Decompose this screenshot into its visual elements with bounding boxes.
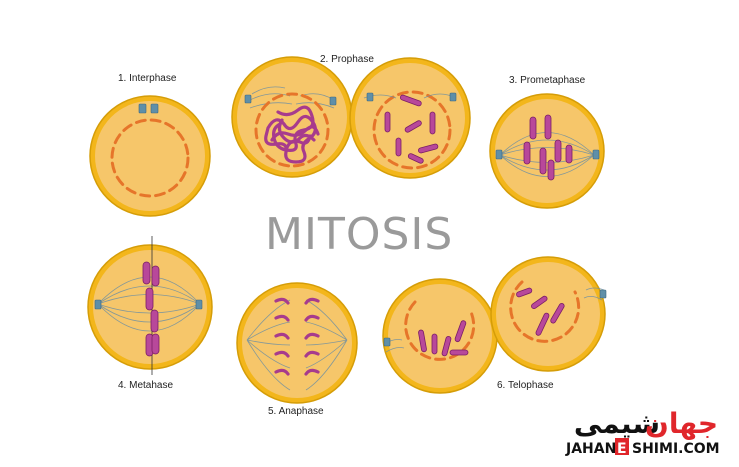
label-prophase: 2. Prophase bbox=[320, 54, 374, 65]
centrosome-icon bbox=[383, 289, 607, 347]
jahan-shimi-logo: شیمی جهان JAHAN E SHIMI.COM bbox=[565, 407, 720, 457]
centrosome-icon bbox=[366, 92, 457, 102]
centrosome-icon bbox=[244, 94, 337, 106]
centrosome-icon bbox=[138, 103, 159, 114]
logo-latin-right: SHIMI.COM bbox=[632, 441, 720, 457]
cell-interphase bbox=[89, 95, 211, 217]
telophase-chromosomes-left bbox=[418, 320, 469, 357]
metaphase-chromosomes bbox=[142, 261, 160, 357]
label-metaphase: 4. Metahase bbox=[118, 380, 173, 391]
centrosome-icon bbox=[94, 299, 203, 310]
logo-e-badge bbox=[615, 438, 629, 455]
label-prometaphase: 3. Prometaphase bbox=[509, 75, 586, 86]
centrosome-icon bbox=[495, 149, 600, 160]
cell-metaphase bbox=[87, 236, 213, 375]
label-anaphase: 5. Anaphase bbox=[268, 406, 324, 417]
logo-persian-left: جهان bbox=[645, 407, 718, 440]
chromatin-tangle bbox=[264, 105, 320, 164]
logo-latin-mid: E bbox=[617, 441, 627, 457]
cell-prometaphase bbox=[489, 93, 605, 209]
cell-prophase-early bbox=[231, 56, 353, 178]
telophase-chromosomes-right bbox=[516, 287, 565, 336]
cell-prophase-late bbox=[349, 57, 471, 179]
cell-anaphase bbox=[236, 282, 358, 404]
label-telophase: 6. Telophase bbox=[497, 380, 554, 391]
label-interphase: 1. Interphase bbox=[118, 73, 177, 84]
prometaphase-chromosomes bbox=[523, 114, 573, 181]
cell-telophase bbox=[382, 256, 607, 394]
anaphase-chromatids bbox=[274, 297, 320, 376]
logo-persian-right: شیمی bbox=[574, 407, 660, 440]
logo-latin-left: JAHAN bbox=[565, 441, 616, 457]
diagram-title: MITOSIS bbox=[265, 209, 453, 260]
condensed-chromosomes bbox=[384, 94, 439, 164]
